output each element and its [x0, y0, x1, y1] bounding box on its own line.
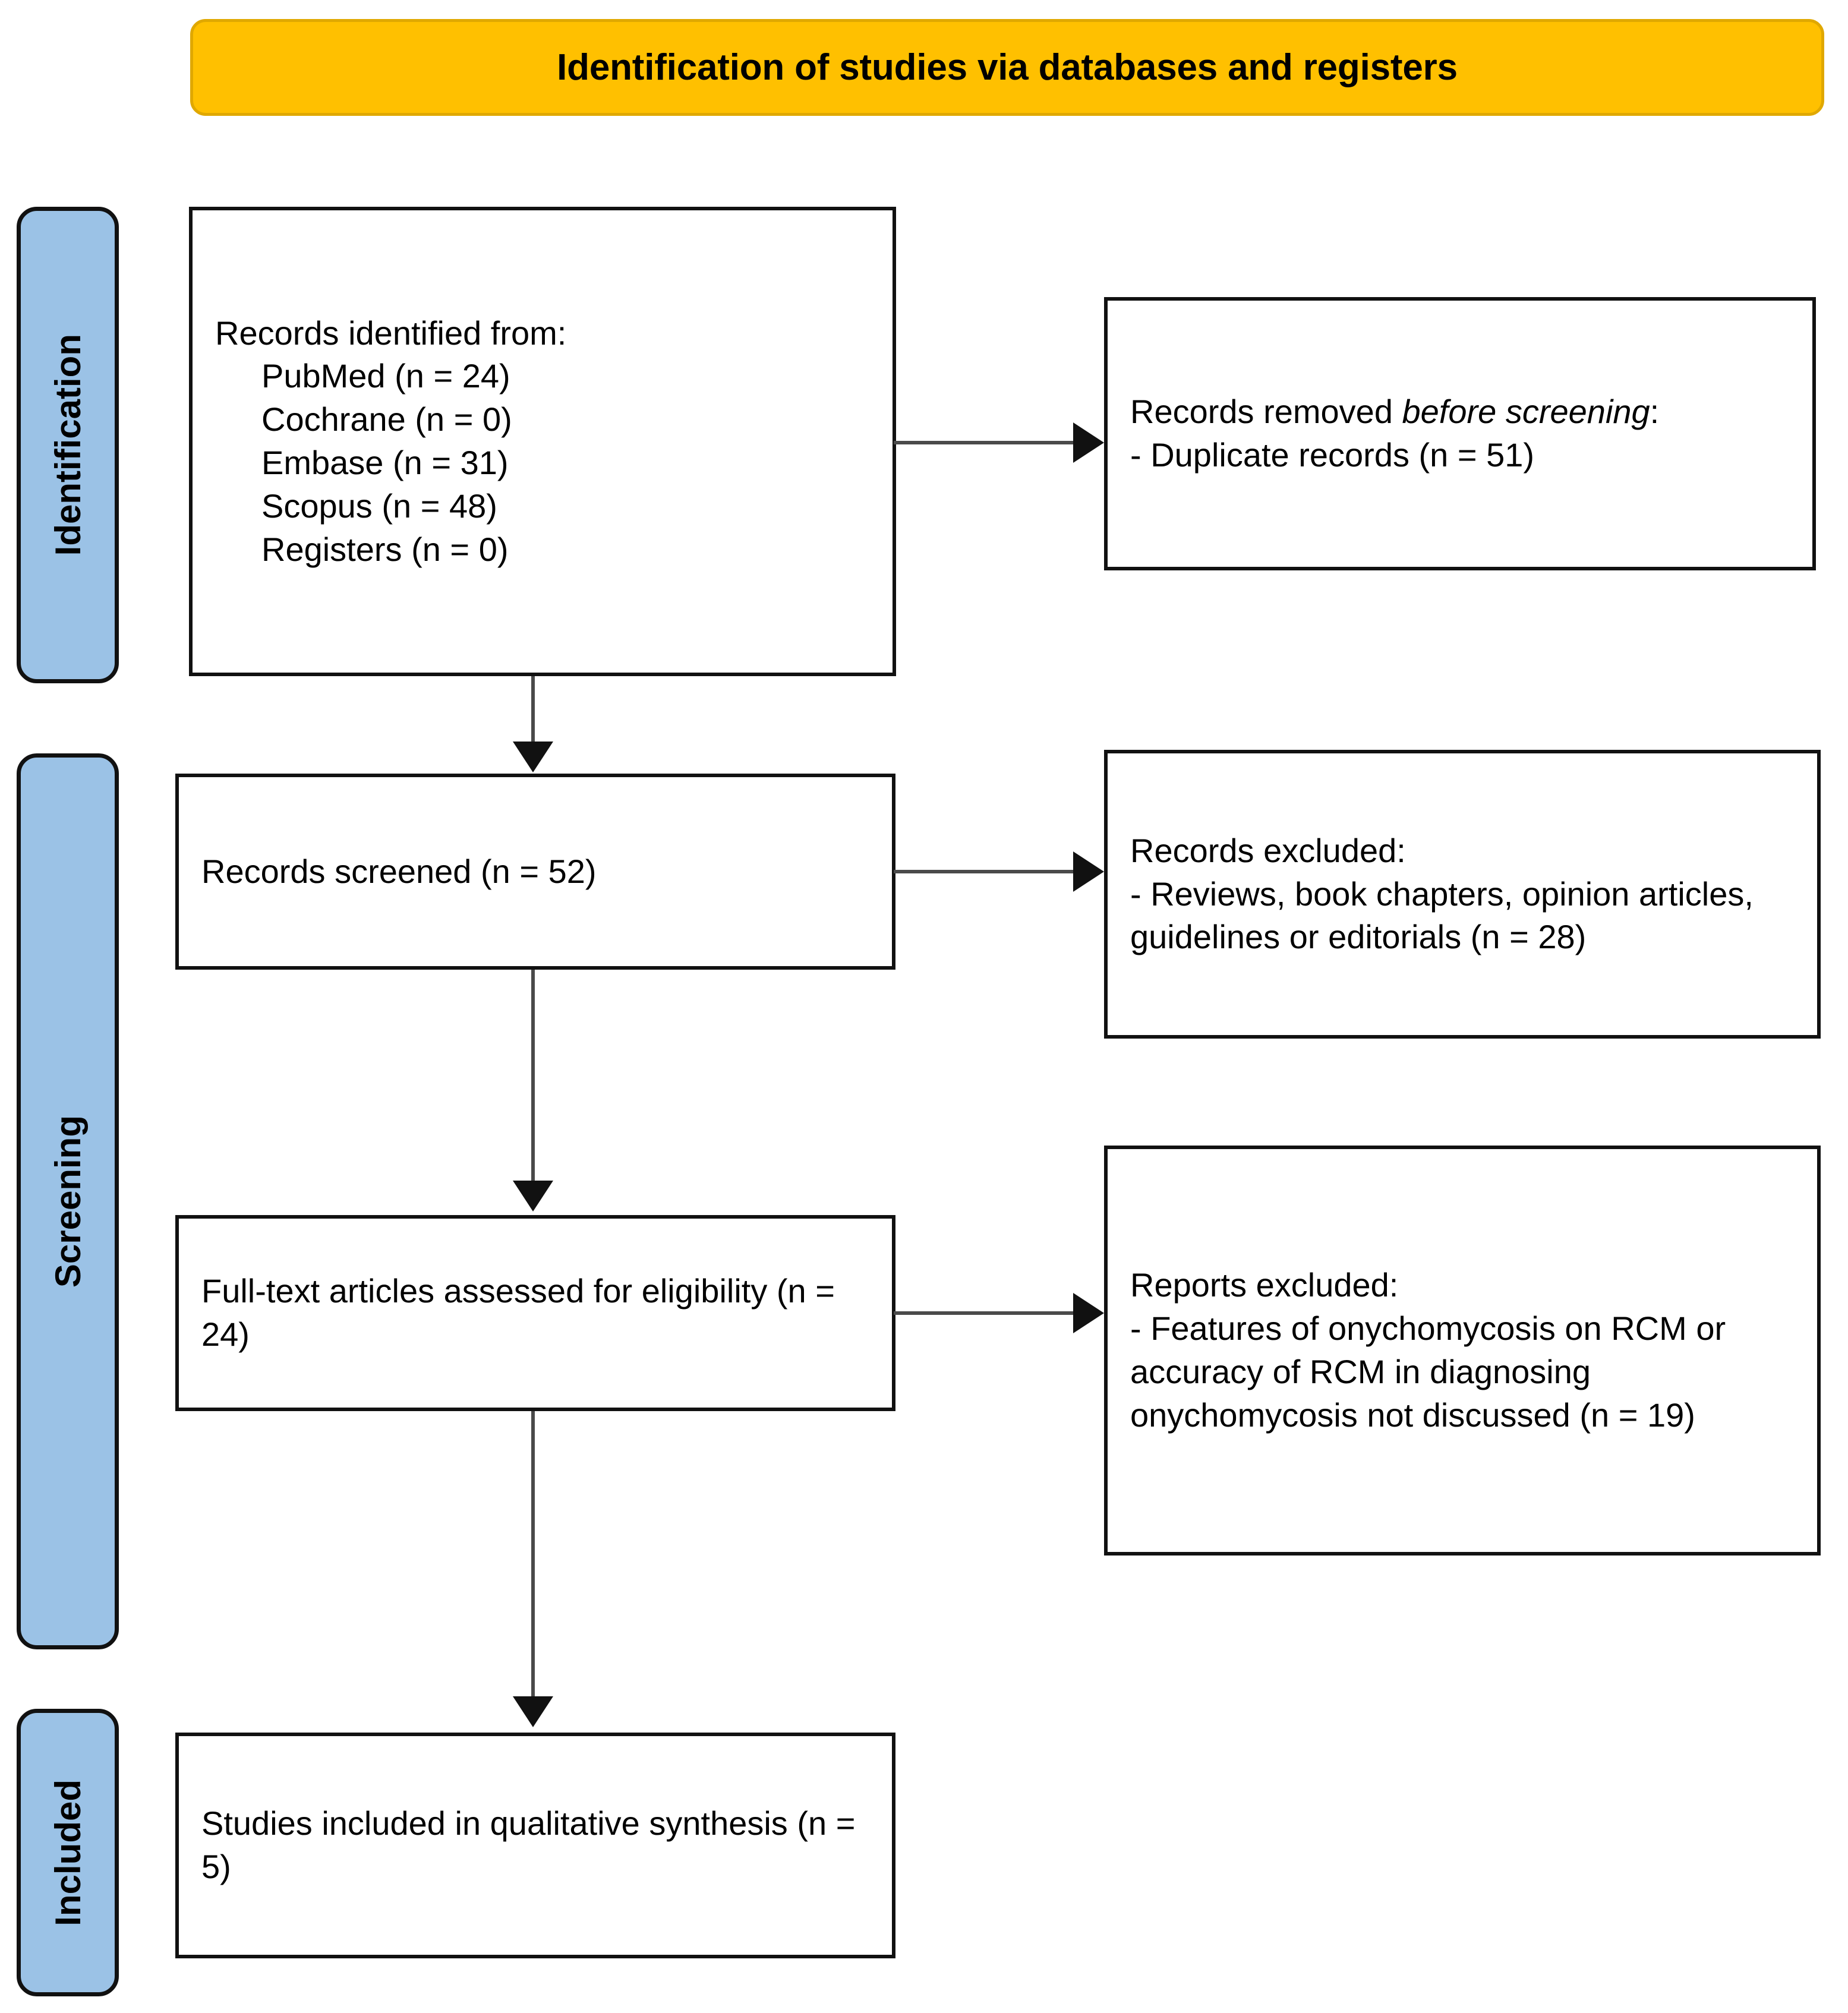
reports-excluded-heading: Reports excluded:	[1130, 1266, 1399, 1304]
records-removed-heading-pre: Records removed	[1130, 393, 1402, 431]
box-records-excluded: Records excluded: - Reviews, book chapte…	[1104, 750, 1821, 1039]
records-identified-heading: Records identified from:	[215, 314, 567, 352]
source-registers: Registers (n = 0)	[261, 530, 509, 568]
connector-identified-to-screened	[531, 676, 535, 743]
stage-label-screening: Screening	[17, 753, 119, 1649]
duplicate-records-line: - Duplicate records (n = 51)	[1130, 436, 1535, 474]
records-excluded-reasons: - Reviews, book chapters, opinion articl…	[1130, 875, 1754, 956]
studies-included-text: Studies included in qualitative synthesi…	[201, 1804, 856, 1885]
box-records-removed-before-screening: Records removed before screening: - Dupl…	[1104, 297, 1816, 570]
records-excluded-heading: Records excluded:	[1130, 831, 1406, 869]
connector-screened-to-excluded	[894, 870, 1078, 873]
records-screened-text: Records screened (n = 52)	[201, 852, 597, 890]
arrow-down-icon-to-fulltext	[513, 1181, 553, 1211]
reports-excluded-reasons: - Features of onychomycosis on RCM or ac…	[1130, 1310, 1726, 1434]
records-removed-heading-italic: before screening	[1402, 393, 1650, 431]
stage-label-included-text: Included	[48, 1779, 88, 1926]
arrow-down-icon-to-screened	[513, 742, 553, 772]
source-scopus: Scopus (n = 48)	[261, 487, 497, 525]
arrow-down-icon-to-included	[513, 1696, 553, 1727]
diagram-header-banner: Identification of studies via databases …	[190, 19, 1824, 116]
diagram-title: Identification of studies via databases …	[557, 47, 1458, 88]
connector-screened-to-fulltext	[531, 970, 535, 1181]
box-records-screened: Records screened (n = 52)	[175, 774, 895, 970]
box-fulltext-assessed: Full-text articles assessed for eligibil…	[175, 1215, 895, 1411]
stage-label-identification-text: Identification	[48, 334, 88, 556]
connector-fulltext-to-included	[531, 1411, 535, 1696]
stage-label-identification: Identification	[17, 207, 119, 683]
records-removed-heading: Records removed before screening:	[1130, 390, 1790, 434]
connector-identified-to-removed	[894, 441, 1078, 444]
box-reports-excluded: Reports excluded: - Features of onychomy…	[1104, 1146, 1821, 1555]
stage-label-screening-text: Screening	[48, 1115, 88, 1288]
source-cochrane: Cochrane (n = 0)	[261, 400, 512, 438]
arrow-right-icon-to-excluded	[1073, 851, 1104, 892]
connector-fulltext-to-reports-excluded	[894, 1311, 1078, 1315]
box-records-identified: Records identified from: PubMed (n = 24)…	[189, 207, 896, 676]
source-pubmed: PubMed (n = 24)	[261, 357, 510, 395]
source-embase: Embase (n = 31)	[261, 444, 509, 481]
records-removed-heading-post: :	[1650, 393, 1660, 431]
box-studies-included: Studies included in qualitative synthesi…	[175, 1733, 895, 1958]
arrow-right-icon-to-removed	[1073, 422, 1104, 463]
stage-label-included: Included	[17, 1709, 119, 1996]
fulltext-assessed-text: Full-text articles assessed for eligibil…	[201, 1272, 835, 1353]
arrow-right-icon-to-reports-excluded	[1073, 1293, 1104, 1333]
